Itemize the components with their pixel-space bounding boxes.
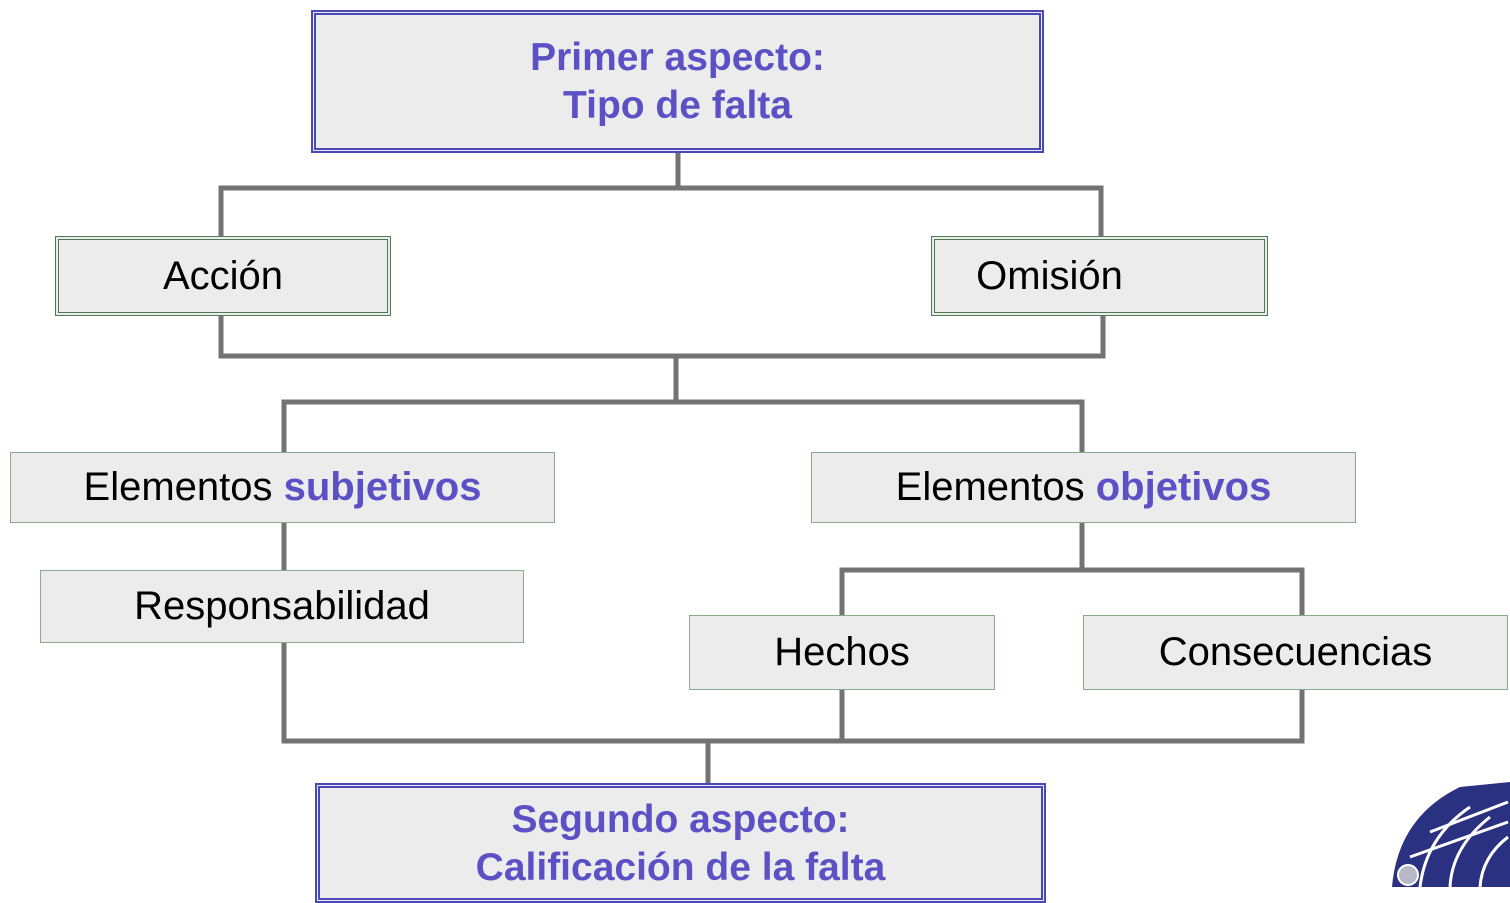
elementos-prefix: Elementos bbox=[895, 465, 1096, 509]
calificacion-label: Calificación de la falta bbox=[475, 846, 886, 889]
segundo-aspecto-box: Segundo aspecto: Calificación de la falt… bbox=[315, 783, 1046, 903]
objetivos-highlight: objetivos bbox=[1095, 465, 1272, 509]
consecuencias-box: Consecuencias bbox=[1083, 615, 1508, 690]
omision-label: Omisión bbox=[976, 253, 1123, 298]
elementos-subjetivos-label: Elementos subjetivos bbox=[84, 465, 482, 510]
hechos-label: Hechos bbox=[774, 630, 910, 674]
consecuencias-label: Consecuencias bbox=[1158, 630, 1433, 674]
hechos-box: Hechos bbox=[689, 615, 995, 690]
primer-aspecto-label: Primer aspecto: bbox=[530, 35, 825, 79]
tipo-de-falta-label: Tipo de falta bbox=[563, 83, 792, 127]
segundo-aspecto-label: Segundo aspecto: bbox=[511, 798, 850, 841]
elementos-objetivos-box: Elementos objetivos bbox=[811, 452, 1356, 523]
primer-aspecto-box: Primer aspecto: Tipo de falta bbox=[311, 10, 1044, 153]
responsabilidad-label: Responsabilidad bbox=[134, 584, 430, 628]
elementos-prefix: Elementos bbox=[83, 465, 284, 509]
subjetivos-highlight: subjetivos bbox=[283, 465, 482, 509]
omision-box: Omisión bbox=[931, 236, 1268, 316]
accion-box: Acción bbox=[55, 236, 391, 316]
elementos-subjetivos-box: Elementos subjetivos bbox=[10, 452, 555, 523]
elementos-objetivos-label: Elementos objetivos bbox=[896, 465, 1272, 510]
accion-label: Acción bbox=[162, 253, 284, 298]
institution-logo-icon bbox=[1392, 782, 1510, 887]
responsabilidad-box: Responsabilidad bbox=[40, 570, 524, 643]
